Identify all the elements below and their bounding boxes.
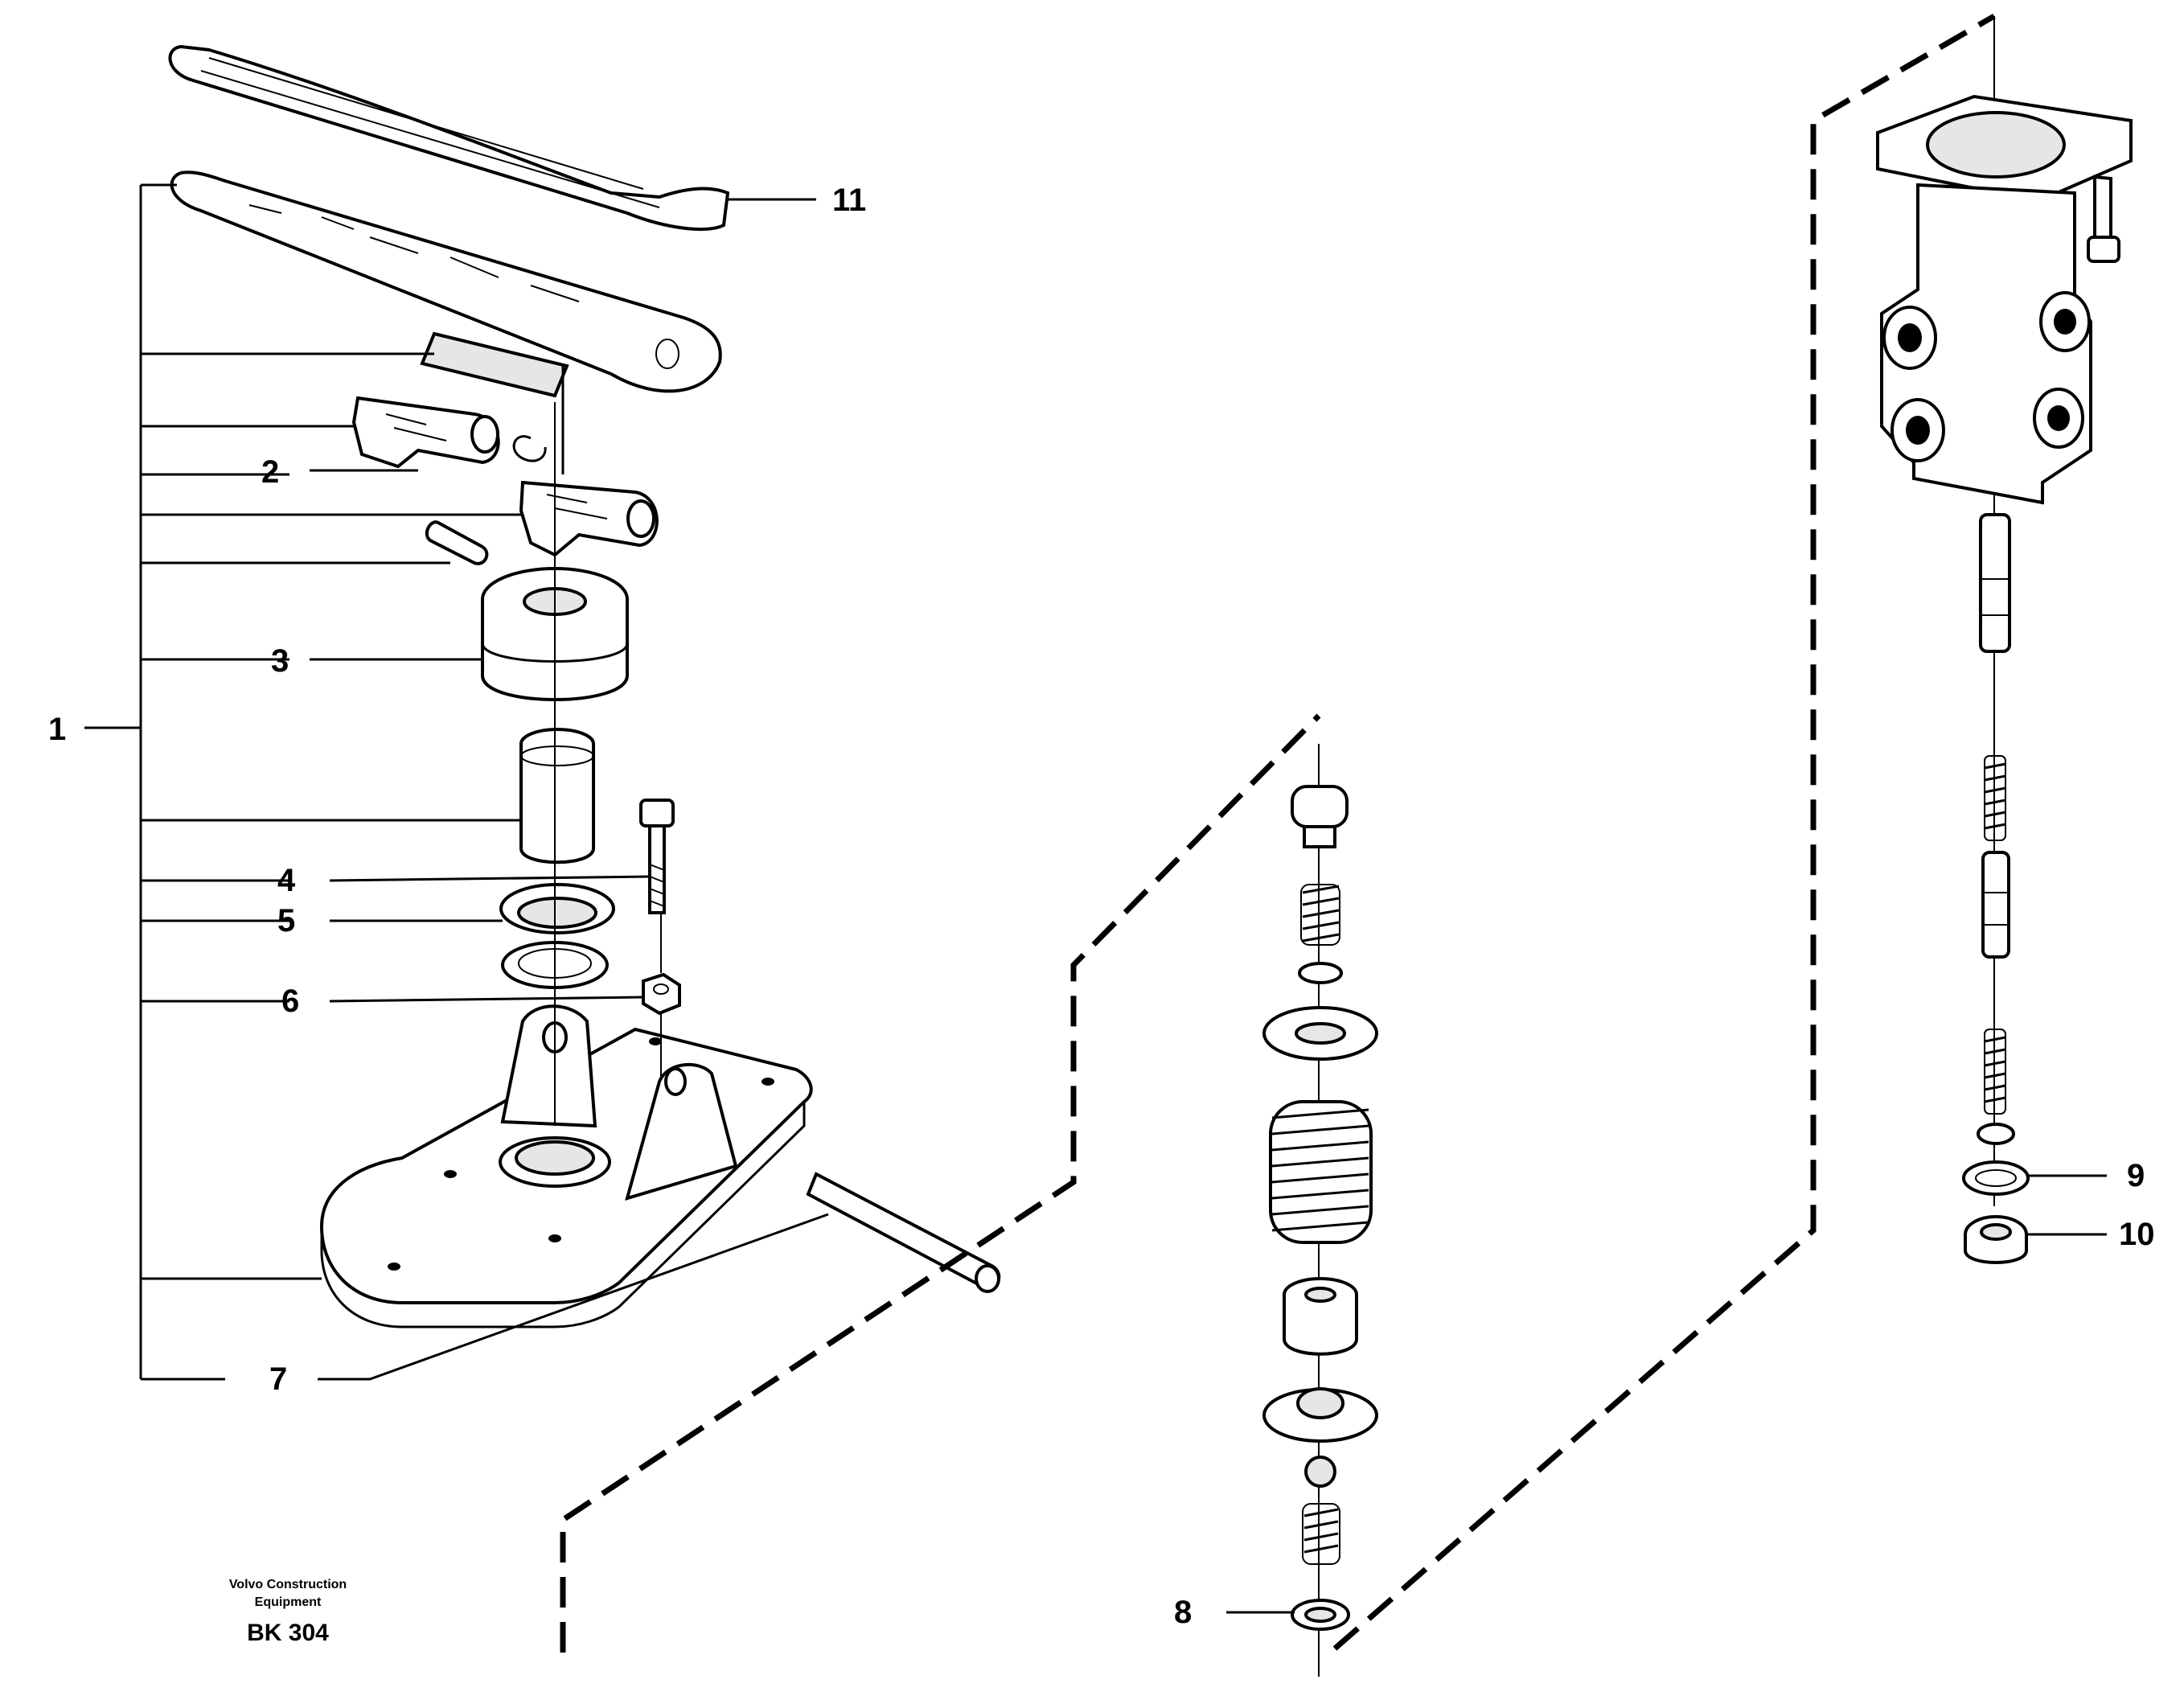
callout-5: 5 — [277, 903, 295, 938]
valve-internals-stack — [1262, 744, 1378, 1677]
callout-9: 9 — [2127, 1158, 2145, 1193]
callout-10: 10 — [2119, 1217, 2155, 1252]
callout-6: 6 — [281, 983, 299, 1019]
seal-part — [499, 883, 615, 989]
connection-dashed-lines — [560, 13, 1996, 1653]
credit-code: BK 304 — [247, 1620, 329, 1646]
callout-1: 1 — [48, 712, 66, 747]
callout-7: 7 — [269, 1361, 287, 1397]
valve-stem-parts — [1962, 513, 2030, 1264]
valve-body-part — [1876, 16, 2133, 1206]
credit-line-2: Equipment — [255, 1595, 322, 1609]
lever-bracket-lower-part — [519, 480, 659, 557]
nut-part — [642, 972, 681, 1016]
callout-2: 2 — [261, 454, 279, 490]
callout-3: 3 — [271, 643, 289, 679]
callout-11: 11 — [832, 183, 866, 218]
bolt-part — [639, 799, 675, 914]
callout-1-bracket — [139, 183, 523, 1381]
lever-bracket-upper-part — [351, 396, 500, 469]
plunger-part — [519, 728, 595, 864]
circlip-part — [512, 435, 547, 462]
callout-8: 8 — [1174, 1595, 1192, 1630]
pedal-plate-part — [170, 170, 722, 393]
pin-part — [425, 520, 489, 565]
base-plate-part — [319, 1004, 813, 1328]
pedal-cover-part — [168, 44, 730, 231]
long-pin-part — [806, 1172, 1001, 1293]
credit-line-1: Volvo Construction — [229, 1578, 347, 1591]
callout-4: 4 — [277, 863, 296, 898]
